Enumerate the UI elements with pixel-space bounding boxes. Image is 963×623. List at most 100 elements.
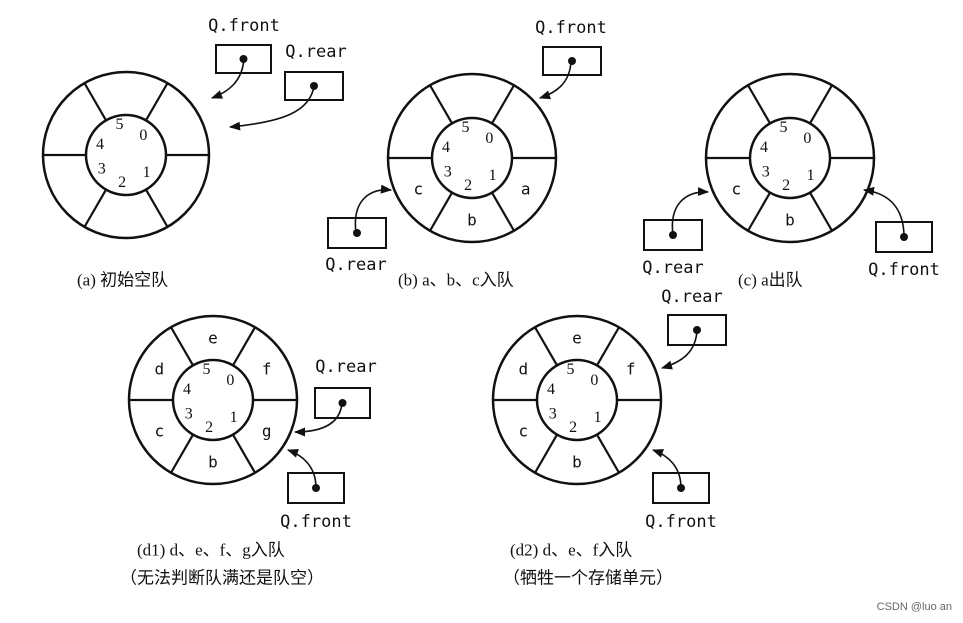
pointer-arrow (671, 187, 710, 236)
pointer-arrow (660, 329, 698, 370)
slot-element-2: b (785, 211, 795, 230)
slot-element-3: c (731, 180, 741, 199)
slot-index-4: 4 (442, 139, 450, 156)
pointer-box (314, 387, 371, 419)
slot-index-3: 3 (444, 164, 452, 181)
pointer-arrow (293, 402, 343, 437)
queue-diagram-a: 0 123 45 (a) 初始空队 (41, 70, 211, 290)
caption: (b) a、b、c入队 (398, 271, 514, 290)
ring-divider (145, 82, 169, 121)
pointer-label: Q.front (280, 512, 352, 532)
ring-divider (429, 84, 453, 124)
slot-index-0: 0 (139, 127, 147, 144)
pointer-arrow (210, 58, 245, 99)
ring-divider (232, 434, 256, 474)
slot-index-1: 1 (143, 164, 151, 181)
pointer-box (284, 71, 344, 101)
slot-index-5: 5 (116, 116, 124, 133)
slot-index-2: 2 (569, 419, 577, 436)
slot-element-5: e (208, 329, 218, 348)
slot-element-0: f (262, 360, 272, 379)
pointer-box (327, 217, 387, 249)
rear-pointer-d2: Q.rear (660, 287, 727, 370)
slot-index-4: 4 (547, 381, 555, 398)
slot-element-2: b (467, 211, 477, 230)
front-pointer-c: Q.front (862, 186, 940, 280)
slot-index-4: 4 (760, 139, 768, 156)
caption-note: （牺牲一个存储单元） (503, 569, 673, 588)
slot-index-1: 1 (230, 409, 238, 426)
pointer-box (875, 221, 933, 253)
ring-divider (170, 326, 194, 366)
ring-divider (491, 84, 515, 124)
caption: (a) 初始空队 (77, 271, 168, 290)
slot-element-1: a (521, 180, 531, 199)
rear-pointer-c: Q.rear (642, 187, 710, 278)
ring-divider (747, 192, 771, 232)
pointer-box (542, 46, 602, 76)
pointer-arrow (286, 449, 317, 489)
ring-divider (534, 326, 558, 366)
pointer-arrow (228, 85, 315, 131)
pointer-dot (568, 57, 576, 65)
slot-index-2: 2 (782, 177, 790, 194)
ring-divider (809, 84, 833, 124)
ring-divider (809, 192, 833, 232)
slot-index-5: 5 (567, 361, 575, 378)
ring-divider (429, 192, 453, 232)
ring-divider (596, 326, 620, 366)
slot-element-3: c (518, 422, 528, 441)
front-pointer-a: Q.front (208, 16, 280, 99)
ring-divider (170, 434, 194, 474)
front-pointer-b: Q.front (535, 18, 607, 100)
slot-index-3: 3 (98, 161, 106, 178)
pointer-box (287, 472, 345, 504)
slot-element-2: b (208, 453, 218, 472)
slot-element-3: c (154, 422, 164, 441)
slot-index-0: 0 (226, 372, 234, 389)
pointer-label: Q.front (208, 16, 280, 36)
pointer-label: Q.rear (325, 255, 386, 275)
ring-divider (747, 84, 771, 124)
slot-element-3: c (413, 180, 423, 199)
ring-divider (534, 434, 558, 474)
pointer-label: Q.front (868, 260, 940, 280)
slot-index-4: 4 (96, 136, 104, 153)
rear-pointer-d1: Q.rear (293, 357, 377, 437)
ring-divider (83, 189, 107, 228)
pointer-arrow (862, 186, 905, 238)
pointer-label: Q.front (645, 512, 717, 532)
ring-divider (83, 82, 107, 121)
slot-element-5: e (572, 329, 582, 348)
slot-index-2: 2 (118, 174, 126, 191)
slot-index-5: 5 (203, 361, 211, 378)
ring-divider (232, 326, 256, 366)
slot-element-0: f (626, 360, 636, 379)
slot-index-3: 3 (549, 406, 557, 423)
slot-index-2: 2 (205, 419, 213, 436)
ring-divider (596, 434, 620, 474)
rear-pointer-b: Q.rear (325, 184, 393, 275)
slot-index-5: 5 (780, 119, 788, 136)
slot-index-1: 1 (807, 167, 815, 184)
slot-index-2: 2 (464, 177, 472, 194)
watermark-text: CSDN @luo an (877, 601, 952, 613)
pointer-label: Q.rear (285, 42, 346, 62)
slot-element-2: b (572, 453, 582, 472)
pointer-label: Q.front (535, 18, 607, 38)
slot-index-3: 3 (762, 164, 770, 181)
slot-element-4: d (154, 360, 164, 379)
pointer-box (652, 472, 710, 504)
slot-index-4: 4 (183, 381, 191, 398)
caption: (d1) d、e、f、g入队 (137, 541, 285, 560)
caption: (d2) d、e、f入队 (510, 541, 632, 560)
pointer-label: Q.rear (661, 287, 722, 307)
pointer-arrow (354, 184, 393, 234)
slot-index-1: 1 (594, 409, 602, 426)
slot-index-0: 0 (590, 372, 598, 389)
slot-index-0: 0 (485, 130, 493, 147)
